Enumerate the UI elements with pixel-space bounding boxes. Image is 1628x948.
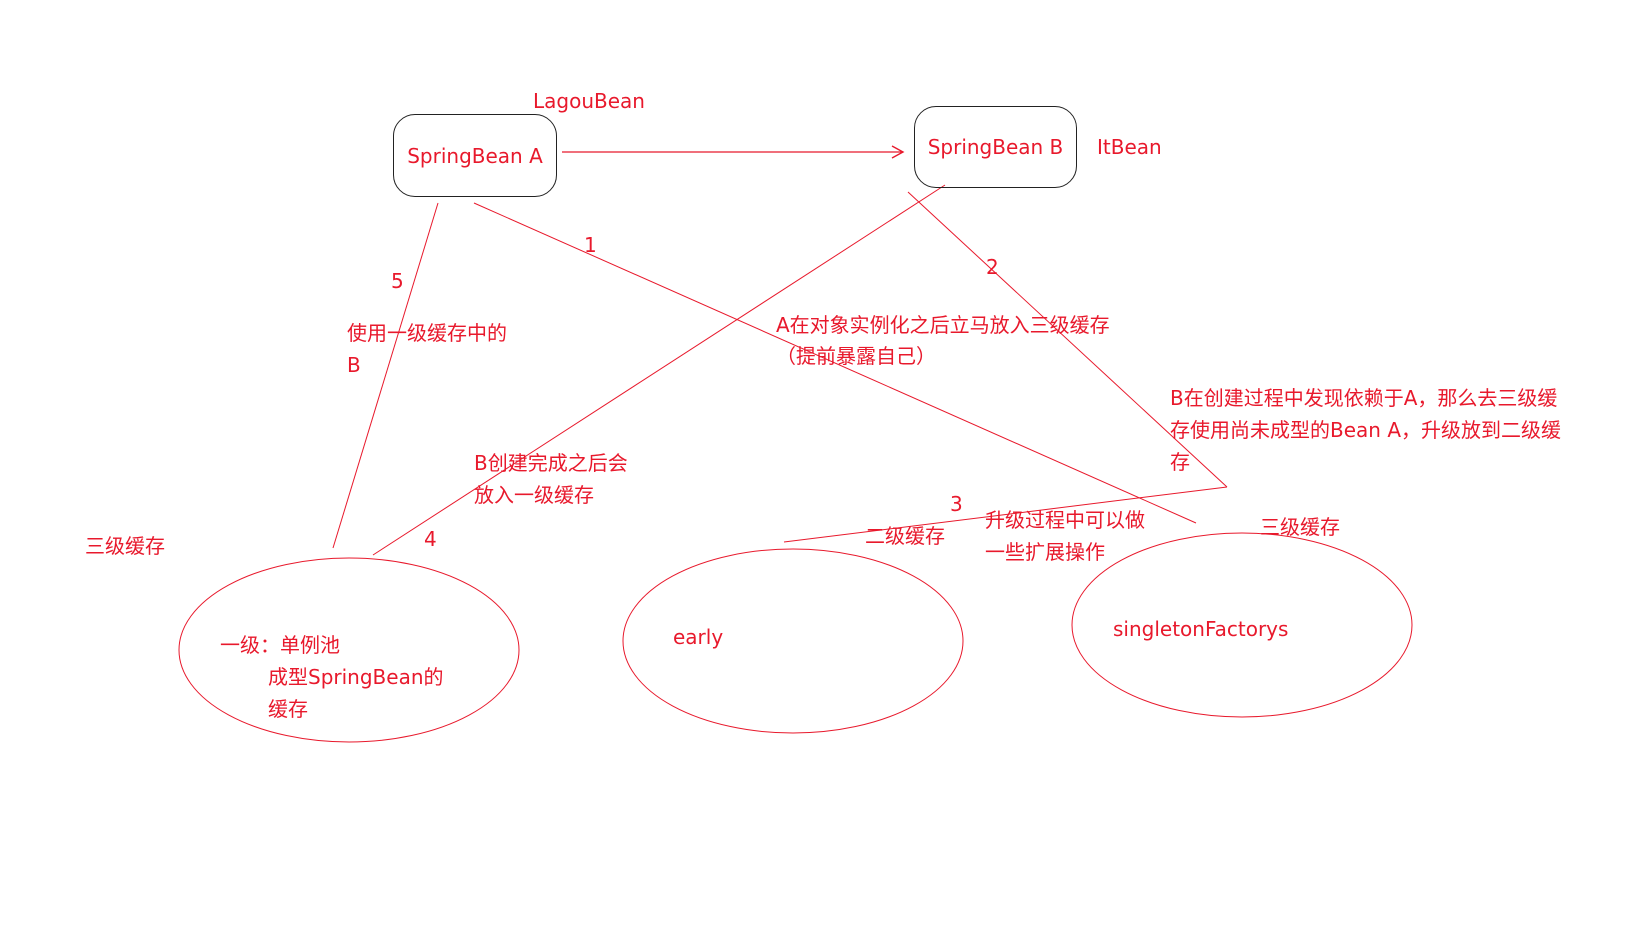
step1-connector <box>473 202 1197 524</box>
annotation-upgrade-line2: 一些扩展操作 <box>985 540 1105 564</box>
annotation-upgrade-line1: 升级过程中可以做 <box>985 508 1145 532</box>
annotation-use-b-line1: 使用一级缓存中的 <box>347 321 507 345</box>
bean-a-alias: LagouBean <box>533 89 645 113</box>
annotation-a-early-expose-line1: A在对象实例化之后立马放入三级缓存 <box>776 313 1110 337</box>
level3-cache-ellipse <box>1071 532 1413 718</box>
level3-cache-title: 三级缓存 <box>1260 515 1340 539</box>
annotation-b-created-line1: B创建完成之后会 <box>474 451 628 475</box>
level2-cache-ellipse <box>622 548 964 734</box>
springbean-a-box: SpringBean A <box>393 114 557 197</box>
level1-cache-label-line2: 成型SpringBean的 <box>268 665 444 689</box>
level2-cache-title: 二级缓存 <box>865 524 945 548</box>
step2-connector <box>907 191 1228 488</box>
step-number-4: 4 <box>424 527 437 551</box>
annotation-a-early-expose-line2: （提前暴露自己） <box>776 344 936 368</box>
springbean-b-box: SpringBean B <box>914 106 1077 188</box>
level1-cache-ellipse <box>178 557 520 743</box>
annotation-use-b-line2: B <box>347 353 361 377</box>
level3-cache-name: singletonFactorys <box>1113 617 1289 641</box>
step-number-3: 3 <box>950 492 963 516</box>
annotation-b-dependency-line2: 存使用尚未成型的Bean A，升级放到二级缓 <box>1170 418 1561 442</box>
annotation-b-dependency-line1: B在创建过程中发现依赖于A，那么去三级缓 <box>1170 386 1558 410</box>
step-number-1: 1 <box>584 233 597 257</box>
level2-cache-name: early <box>673 625 724 649</box>
annotation-b-dependency-line3: 存 <box>1170 450 1190 474</box>
bean-b-alias: ItBean <box>1097 135 1162 159</box>
step-number-2: 2 <box>986 255 999 279</box>
annotation-b-created-line2: 放入一级缓存 <box>474 483 594 507</box>
three-level-cache-title: 三级缓存 <box>85 534 165 558</box>
step4-connector <box>372 184 946 556</box>
level1-cache-label-line3: 缓存 <box>268 697 308 721</box>
step3-connector <box>783 486 1228 543</box>
step-number-5: 5 <box>391 269 404 293</box>
level1-cache-label-line1: 一级：单例池 <box>220 633 340 657</box>
step5-connector <box>332 202 439 549</box>
